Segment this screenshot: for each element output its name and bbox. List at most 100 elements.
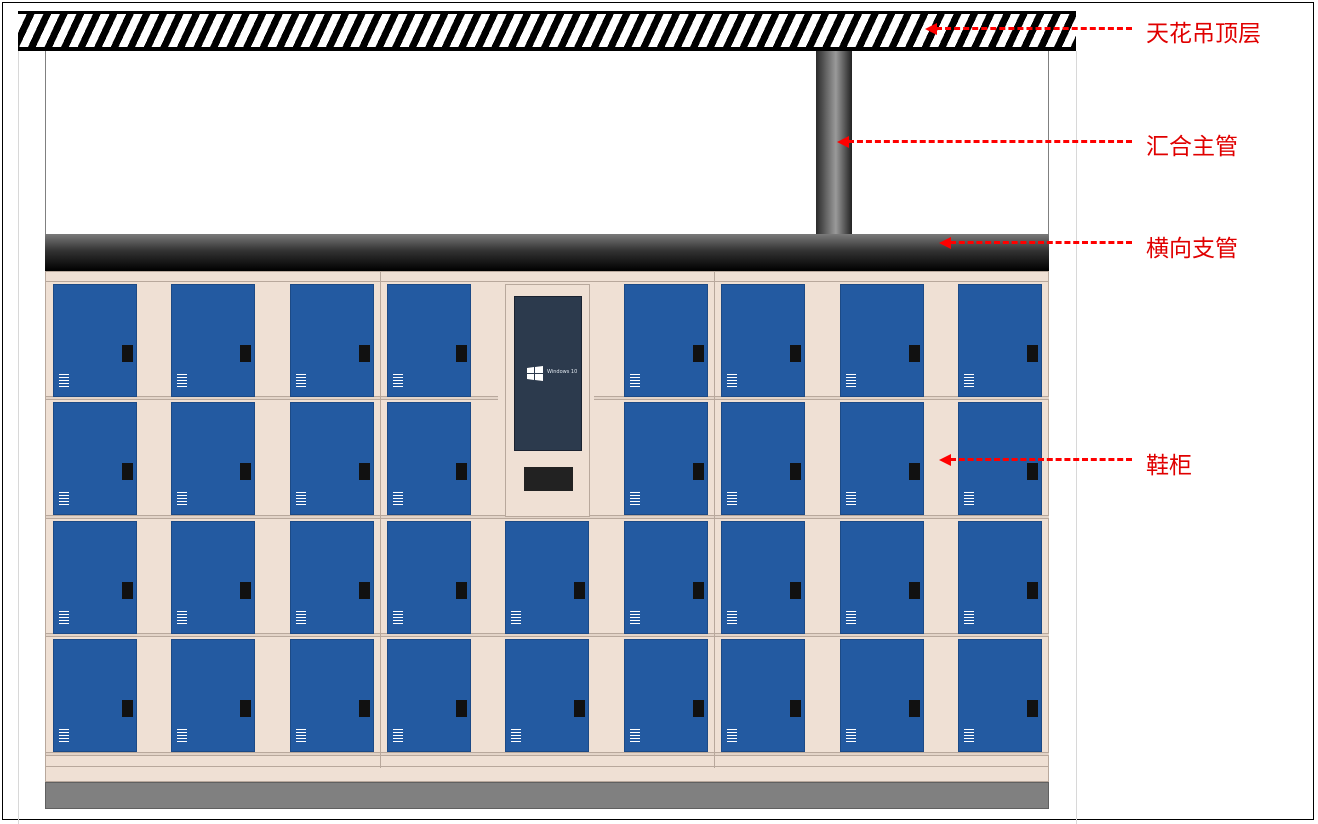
vent-icon <box>964 611 974 624</box>
vent-icon <box>296 729 306 742</box>
vent-icon <box>393 611 403 624</box>
vent-icon <box>630 611 640 624</box>
cabinet-arrow-line <box>950 458 1132 461</box>
ceiling-arrow-head <box>925 23 937 35</box>
vent-icon <box>846 492 856 505</box>
vent-icon <box>630 374 640 387</box>
vent-icon <box>727 611 737 624</box>
lock-handle <box>456 700 467 717</box>
vent-icon <box>630 492 640 505</box>
cabinet-base <box>45 782 1049 809</box>
vent-icon <box>59 374 69 387</box>
lock-handle <box>790 700 801 717</box>
lock-handle <box>240 700 251 717</box>
vent-icon <box>393 492 403 505</box>
card-reader <box>524 467 573 491</box>
vent-icon <box>846 611 856 624</box>
vent-icon <box>727 729 737 742</box>
cabinet-label: 鞋柜 <box>1146 453 1192 479</box>
lock-handle <box>456 582 467 599</box>
lock-handle <box>574 582 585 599</box>
windows-logo-icon <box>527 366 543 381</box>
shelf-divider <box>46 752 1049 756</box>
vent-icon <box>177 729 187 742</box>
vent-icon <box>177 492 187 505</box>
vent-icon <box>964 492 974 505</box>
vent-icon <box>511 729 521 742</box>
lock-handle <box>1027 345 1038 362</box>
lock-handle <box>1027 582 1038 599</box>
locker-door <box>387 521 471 634</box>
lock-handle <box>790 582 801 599</box>
touch-screen <box>514 296 582 451</box>
lock-handle <box>1027 700 1038 717</box>
lock-handle <box>790 345 801 362</box>
frame-line <box>46 766 1049 767</box>
ceiling-layer <box>18 11 1076 51</box>
lock-handle <box>240 345 251 362</box>
lock-handle <box>1027 463 1038 480</box>
main-pipe <box>816 51 852 251</box>
lock-handle <box>909 582 920 599</box>
main-pipe-arrow-head <box>837 136 849 148</box>
room-space <box>45 51 1049 236</box>
vent-icon <box>964 729 974 742</box>
vent-icon <box>630 729 640 742</box>
shelf-divider <box>46 396 498 400</box>
vent-icon <box>59 729 69 742</box>
lock-handle <box>693 582 704 599</box>
lock-handle <box>359 582 370 599</box>
vent-icon <box>296 611 306 624</box>
wall-right <box>1076 51 1077 824</box>
windows-version-text: Windows 10 <box>547 369 578 375</box>
lock-handle <box>359 345 370 362</box>
lock-handle <box>693 700 704 717</box>
wall-left <box>18 51 19 824</box>
vent-icon <box>846 374 856 387</box>
lock-handle <box>122 345 133 362</box>
vent-icon <box>846 729 856 742</box>
branch-pipe-arrow-head <box>939 237 951 249</box>
vent-icon <box>727 374 737 387</box>
lock-handle <box>240 582 251 599</box>
frame-line <box>46 281 1049 282</box>
vent-icon <box>59 492 69 505</box>
locker-door <box>387 284 471 397</box>
lock-handle <box>456 463 467 480</box>
branch-pipe-label: 横向支管 <box>1146 236 1238 262</box>
lock-handle <box>240 463 251 480</box>
vent-icon <box>393 374 403 387</box>
main-pipe-arrow-line <box>848 140 1132 143</box>
vent-icon <box>296 492 306 505</box>
vent-icon <box>964 374 974 387</box>
branch-pipe <box>45 234 1049 271</box>
vent-icon <box>177 374 187 387</box>
lock-handle <box>693 463 704 480</box>
cabinet-arrow-head <box>939 454 951 466</box>
vent-icon <box>511 611 521 624</box>
lock-handle <box>122 463 133 480</box>
locker-door <box>171 639 255 752</box>
branch-pipe-arrow-line <box>950 241 1132 244</box>
lock-handle <box>574 700 585 717</box>
vent-icon <box>393 729 403 742</box>
section-divider <box>714 272 715 768</box>
locker-door <box>171 402 255 515</box>
vent-icon <box>59 611 69 624</box>
main-pipe-label: 汇合主管 <box>1146 134 1238 160</box>
lock-handle <box>790 463 801 480</box>
lock-handle <box>693 345 704 362</box>
lock-handle <box>122 582 133 599</box>
ceiling-arrow-line <box>936 27 1132 30</box>
lock-handle <box>909 463 920 480</box>
vent-icon <box>727 492 737 505</box>
ceiling-label: 天花吊顶层 <box>1146 21 1261 47</box>
lock-handle <box>909 700 920 717</box>
lock-handle <box>909 345 920 362</box>
vent-icon <box>177 611 187 624</box>
lock-handle <box>456 345 467 362</box>
lock-handle <box>122 700 133 717</box>
shelf-divider <box>594 396 1049 400</box>
section-divider <box>380 272 381 768</box>
